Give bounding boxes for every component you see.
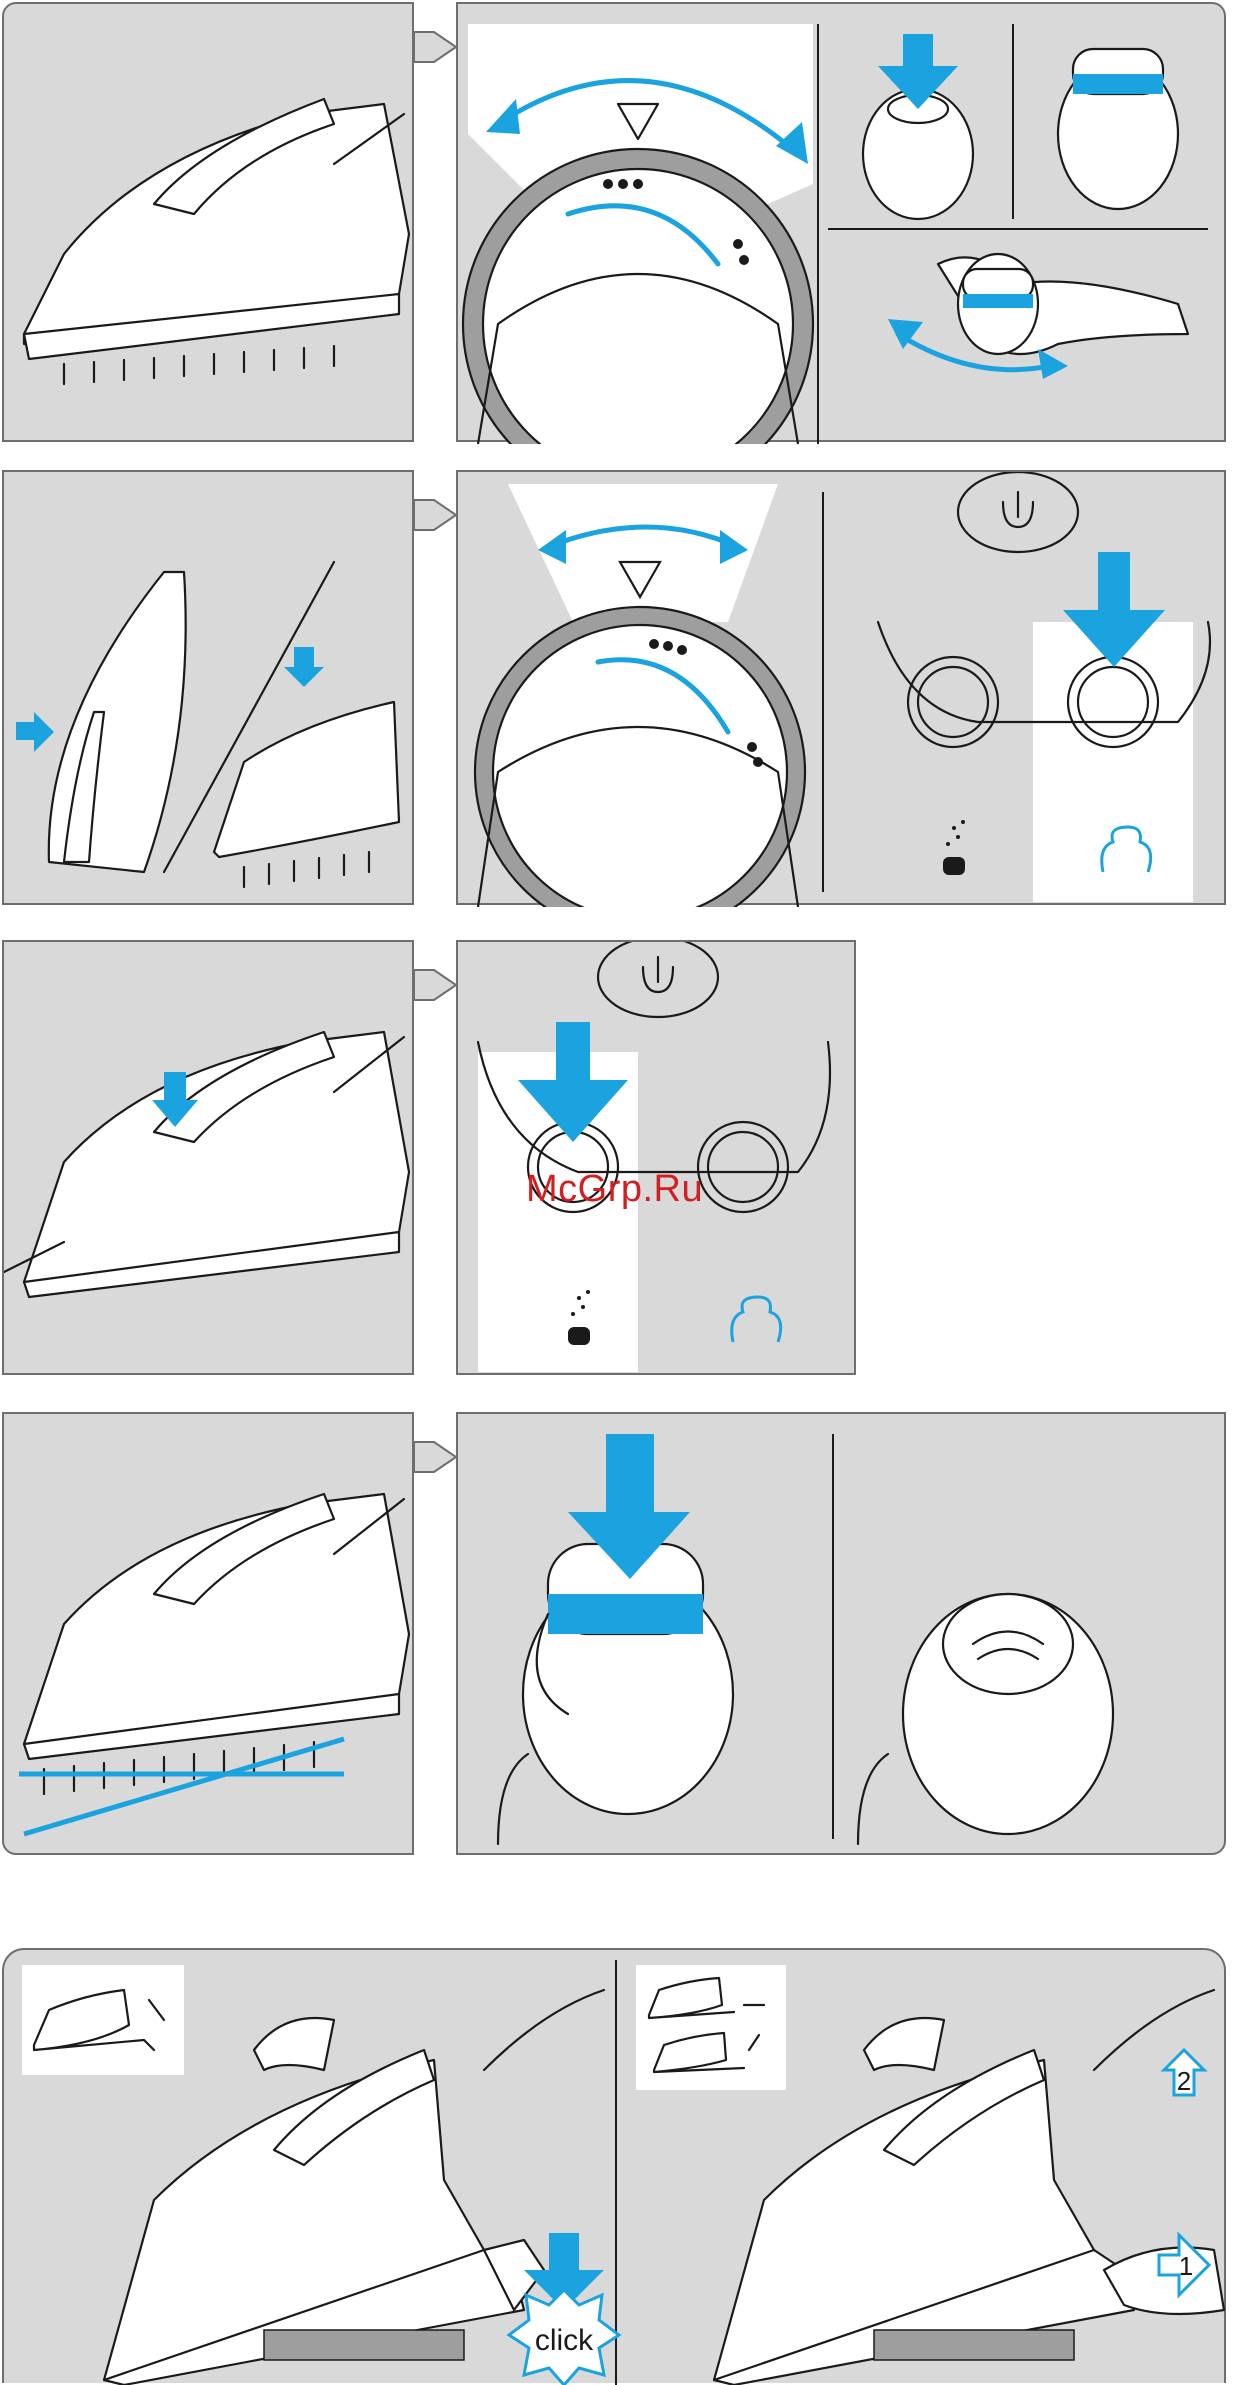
row3-button-panel (456, 940, 856, 1375)
steam-burst-icon (732, 1297, 781, 1342)
power-button-icon (598, 942, 718, 1017)
step-1-label: 1 (1179, 2251, 1193, 2281)
hand-icon (938, 254, 1188, 354)
steam-knob-icon (903, 1594, 1113, 1834)
row1-dial-panel (456, 2, 1226, 442)
steam-knob-icon (1058, 49, 1178, 209)
iron-no-steam-icon (4, 1414, 416, 1857)
iron-steaming-icon (4, 4, 416, 444)
watermark: McGrp.Ru (526, 1168, 703, 1211)
step-2-label: 2 (1177, 2066, 1191, 2096)
spray-icon (943, 820, 965, 875)
row2-iron-panel (2, 470, 414, 905)
row2-dial-panel (456, 470, 1226, 905)
iron-spray-icon (4, 942, 416, 1377)
row3-iron-panel (2, 940, 414, 1375)
row5-base-panel: click 2 1 (2, 1948, 1226, 2383)
power-button-icon (958, 472, 1078, 552)
row4-iron-panel (2, 1412, 414, 1855)
iron-icon (714, 1990, 1214, 2385)
click-label: click (535, 2324, 594, 2357)
iron-vertical-steam-icon (4, 472, 416, 907)
row4-knob-panel (456, 1412, 1226, 1855)
row1-iron-panel (2, 2, 414, 442)
